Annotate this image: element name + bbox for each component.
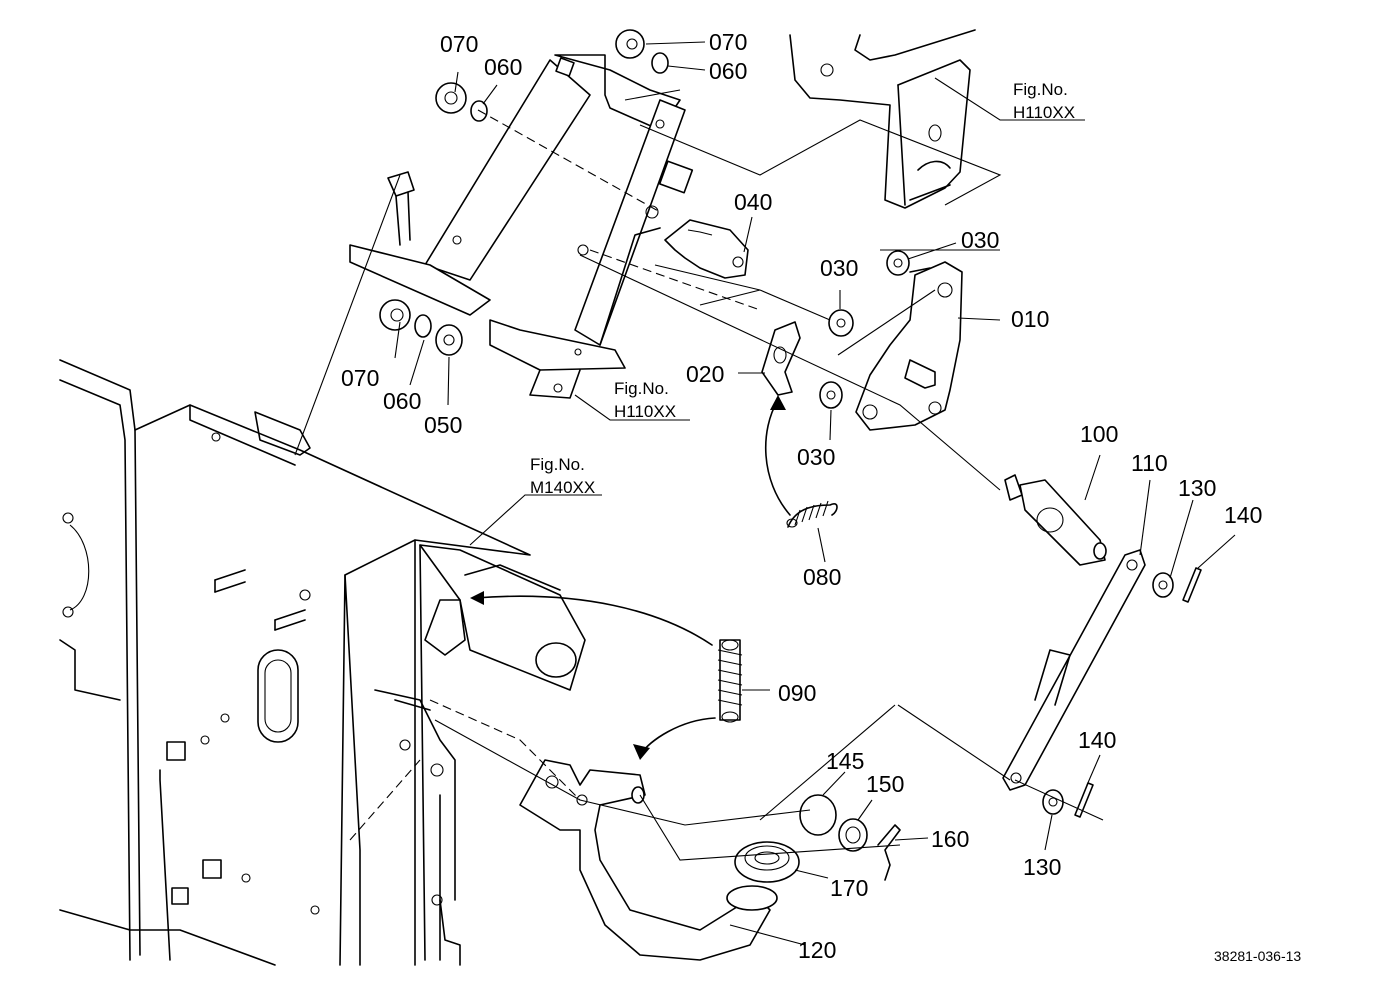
label-060-a: 060 bbox=[484, 54, 522, 80]
label-145: 145 bbox=[826, 748, 864, 774]
fig-ref-caption-2: Fig.No. bbox=[614, 379, 669, 398]
fig-ref-code-3: M140XX bbox=[530, 478, 595, 497]
label-070-b: 070 bbox=[709, 29, 747, 55]
label-170: 170 bbox=[830, 875, 868, 901]
spring-090 bbox=[717, 639, 743, 723]
nut-070-upper-right bbox=[615, 29, 645, 59]
label-120: 120 bbox=[798, 937, 836, 963]
label-030-a: 030 bbox=[961, 227, 999, 253]
label-140-a: 140 bbox=[1224, 502, 1262, 528]
label-030-b: 030 bbox=[820, 255, 858, 281]
label-110: 110 bbox=[1131, 450, 1168, 476]
label-020: 020 bbox=[686, 361, 724, 387]
nut-070-lower bbox=[379, 299, 411, 331]
label-040: 040 bbox=[734, 189, 772, 215]
spring-080 bbox=[786, 500, 838, 528]
drawing-code: 38281-036-13 bbox=[1214, 948, 1301, 964]
label-060-c: 060 bbox=[383, 388, 421, 414]
part-labels: 070 060 070 060 040 030 030 010 020 030 … bbox=[341, 29, 1262, 963]
upper-brackets bbox=[349, 54, 694, 399]
fig-ref-caption-1: Fig.No. bbox=[1013, 80, 1068, 99]
fig-ref-caption-3: Fig.No. bbox=[530, 455, 585, 474]
label-060-b: 060 bbox=[709, 58, 747, 84]
label-010: 010 bbox=[1011, 306, 1049, 332]
fig-ref-code-2: H110XX bbox=[614, 402, 676, 421]
nut-070-top bbox=[435, 82, 467, 114]
label-080: 080 bbox=[803, 564, 841, 590]
pin-100 bbox=[1004, 474, 1107, 566]
figure-references: Fig.No. H110XX Fig.No. H110XX Fig.No. M1… bbox=[530, 80, 1075, 497]
label-070-a: 070 bbox=[440, 31, 478, 57]
fig-ref-code-1: H110XX bbox=[1013, 103, 1075, 122]
upper-right-assembly bbox=[789, 29, 976, 209]
pedal-pad-170 bbox=[726, 841, 800, 911]
label-130-a: 130 bbox=[1178, 475, 1216, 501]
pedal-arm-120 bbox=[519, 759, 771, 961]
label-050: 050 bbox=[424, 412, 462, 438]
label-070-c: 070 bbox=[341, 365, 379, 391]
label-160: 160 bbox=[931, 826, 969, 852]
frame-chassis bbox=[59, 359, 586, 966]
label-140-b: 140 bbox=[1078, 727, 1116, 753]
label-100: 100 bbox=[1080, 421, 1118, 447]
reference-lines bbox=[294, 41, 1236, 946]
label-150: 150 bbox=[866, 771, 904, 797]
hardware bbox=[379, 29, 1202, 961]
label-030-c: 030 bbox=[797, 444, 835, 470]
label-090: 090 bbox=[778, 680, 816, 706]
label-130-b: 130 bbox=[1023, 854, 1061, 880]
